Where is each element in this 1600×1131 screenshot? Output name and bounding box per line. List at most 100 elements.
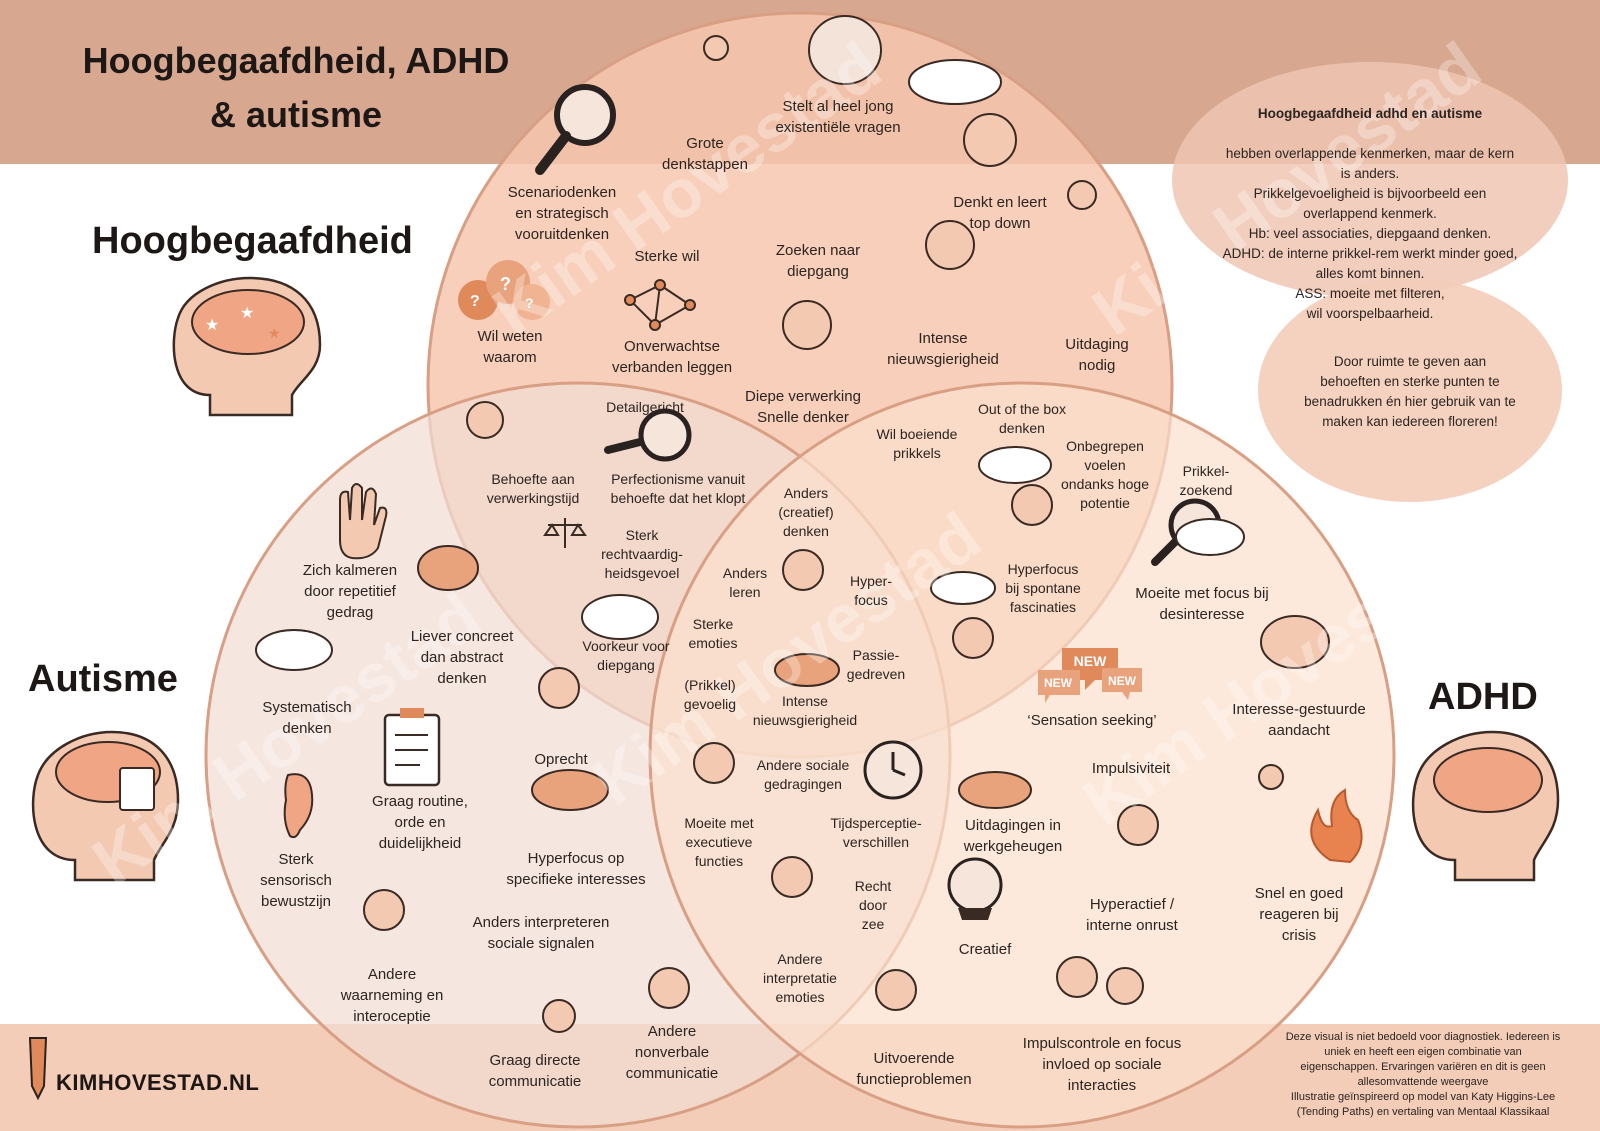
label-werkgeheugen: Uitdagingen in werkgeheugen <box>963 817 1063 855</box>
label-sensation-seeking: ‘Sensation seeking’ <box>1027 712 1157 729</box>
label-onverwachtse-verbanden: Onverwachtse verbanden leggen <box>611 338 733 376</box>
hand-icon <box>339 483 388 560</box>
heading-autisme: Autisme <box>28 658 178 700</box>
label-hyper-focus: Hyper- focus <box>849 573 893 608</box>
label-boeiende-prikkels: Wil boeiende prikkels <box>876 426 958 461</box>
info-title: Hoogbegaafdheid adhd en autisme <box>1257 106 1483 121</box>
label-sterke-emoties: Sterke emoties <box>688 616 738 651</box>
brain-checklist-icon <box>31 730 180 882</box>
heading-hoogbegaafdheid: Hoogbegaafdheid <box>92 220 413 262</box>
person-icons <box>363 35 1284 1033</box>
svg-text:★: ★ <box>268 325 281 341</box>
network-icon <box>624 279 696 331</box>
scales-icon <box>543 518 587 548</box>
label-diepe-verwerking: Diepe verwerking Snelle denker <box>745 388 861 426</box>
label-hyperfocus-fascinaties: Hyperfocus bij spontane fascinaties <box>1005 561 1081 615</box>
label-hyperactief: Hyperactief / interne onrust <box>1086 896 1178 934</box>
info-body: hebben overlappende kenmerken, maar de k… <box>1222 146 1518 321</box>
label-sterke-wil: Sterke wil <box>634 248 700 265</box>
logo: KIMHOVESTAD.NL <box>56 1070 259 1096</box>
puzzle-icon <box>417 545 479 591</box>
label-sociale-signalen: Anders interpreteren sociale signalen <box>472 914 610 952</box>
label-grote-denkstappen: Grote denkstappen <box>662 135 748 173</box>
label-focus-desinteresse: Moeite met focus bij desinteresse <box>1135 585 1269 623</box>
label-prikkel-gevoelig: (Prikkel) gevoelig <box>683 677 737 712</box>
label-executieve-functies: Moeite met executieve functies <box>684 815 754 869</box>
label-nonverbale-communicatie: Andere nonverbale communicatie <box>625 1023 719 1082</box>
label-creatief-denken: Anders (creatief) denken <box>778 485 834 539</box>
info-bubble <box>1172 62 1568 298</box>
label-tijdsperceptie: Tijdsperceptie- verschillen <box>830 815 922 850</box>
label-top-down: Denkt en leert top down <box>953 194 1047 232</box>
label-onbegrepen-voelen: Onbegrepen voelen ondanks hoge potentie <box>1061 438 1149 511</box>
label-impulscontrole: Impulscontrole en focus invloed op socia… <box>1022 1035 1182 1094</box>
label-impulsiviteit: Impulsiviteit <box>1091 760 1171 777</box>
label-prikkelzoekend: Prikkel- zoekend <box>1179 463 1233 498</box>
label-routine: Graag routine, orde en duidelijkheid <box>372 793 468 852</box>
label-hyperfocus-interesses: Hyperfocus op specifieke interesses <box>506 850 646 888</box>
svg-text:★: ★ <box>240 305 254 322</box>
thought-bubble-icons <box>255 15 1245 671</box>
label-perfectionisme: Perfectionisme vanuit behoefte dat het k… <box>610 471 746 506</box>
ear-icon <box>283 773 314 839</box>
label-systematisch-denken: Systematisch denken <box>262 699 352 737</box>
label-creatief: Creatief <box>958 941 1012 958</box>
disclaimer: Deze visual is niet bedoeld voor diagnos… <box>1285 1031 1561 1118</box>
adhd-circle <box>648 381 1396 1129</box>
label-zoeken-diepgang: Zoeken naar diepgang <box>775 242 861 280</box>
second-text: Door ruimte te geven aan behoeften en st… <box>1304 354 1516 429</box>
label-interpretatie-emoties: Andere interpretatie emoties <box>763 951 837 1005</box>
new-badge: NEW <box>1073 653 1107 669</box>
question-bubbles-icon: ??? <box>458 260 550 320</box>
fire-icon <box>1310 788 1363 864</box>
label-andere-waarneming: Andere waarneming en interoceptie <box>340 966 444 1025</box>
svg-text:★: ★ <box>205 317 219 334</box>
crystal-ball-icon <box>947 857 1003 920</box>
label-out-of-the-box: Out of the box denken <box>978 401 1066 436</box>
new-badge: NEW <box>1044 676 1072 690</box>
brain-stars-icon: ★ ★ ★ <box>172 276 322 417</box>
label-center-nieuwsgierigheid: Intense nieuwsgierigheid <box>752 693 858 728</box>
label-crisis: Snel en goed reageren bij crisis <box>1254 885 1344 944</box>
label-interesse-aandacht: Interesse-gestuurde aandacht <box>1232 701 1366 739</box>
magnifier-icon <box>604 408 692 462</box>
logo-text: KIMHOVESTAD.NL <box>56 1070 260 1095</box>
label-oprecht: Oprecht <box>534 751 588 768</box>
label-voorkeur-diepgang: Voorkeur voor diepgang <box>582 638 670 673</box>
new-speech-icons <box>1038 648 1142 703</box>
label-scenariodenken: Scenariodenken en strategisch vooruitden… <box>507 184 617 243</box>
svg-text:?: ? <box>525 295 534 311</box>
new-badge: NEW <box>1108 674 1136 688</box>
clipboard-icon <box>383 708 441 787</box>
label-wil-weten-waarom: Wil weten waarom <box>477 328 543 366</box>
title-line-1: Hoogbegaafdheid, ADHD <box>82 40 510 81</box>
label-uitvoerende-functie: Uitvoerende functieproblemen <box>856 1050 972 1088</box>
info-text: Hoogbegaafdheid adhd en autisme hebben o… <box>1180 84 1560 344</box>
second-bubble <box>1258 278 1562 502</box>
label-existentiele-vragen: Stelt al heel jong existentiële vragen <box>775 98 901 136</box>
label-intense-nieuwsgierigheid: Intense nieuwsgierigheid <box>887 330 999 368</box>
title-line-2: & autisme <box>209 94 383 135</box>
brain-arrows-icon <box>1411 730 1560 882</box>
svg-text:?: ? <box>500 274 511 294</box>
magnifier-icon <box>535 84 616 175</box>
svg-text:?: ? <box>470 293 480 310</box>
label-recht-door-zee: Recht door zee <box>854 878 892 932</box>
pencil-logo-icon <box>28 1037 48 1101</box>
page-title: Hoogbegaafdheid, ADHD & autisme <box>36 34 556 142</box>
label-zich-kalmeren: Zich kalmeren door repetitief gedrag <box>302 562 398 621</box>
label-passie-gedreven: Passie- gedreven <box>846 647 906 682</box>
label-anders-leren: Anders leren <box>722 565 768 600</box>
heading-adhd: ADHD <box>1428 676 1538 718</box>
label-uitdaging-nodig: Uitdaging nodig <box>1065 336 1129 374</box>
label-verwerkingstijd: Behoefte aan verwerkingstijd <box>486 471 580 506</box>
label-sensorisch-bewustzijn: Sterk sensorisch bewustzijn <box>260 851 332 910</box>
label-sociale-gedragingen: Andere sociale gedragingen <box>756 757 850 792</box>
label-concreet-denken: Liever concreet dan abstract denken <box>410 628 514 687</box>
label-rechtvaardigheid: Sterk rechtvaardig- heidsgevoel <box>601 527 683 581</box>
clock-icon <box>863 740 923 800</box>
label-directe-communicatie: Graag directe communicatie <box>488 1052 582 1090</box>
brain-cloud-icons <box>531 615 1330 811</box>
label-detailgericht: Detailgericht <box>606 399 684 415</box>
